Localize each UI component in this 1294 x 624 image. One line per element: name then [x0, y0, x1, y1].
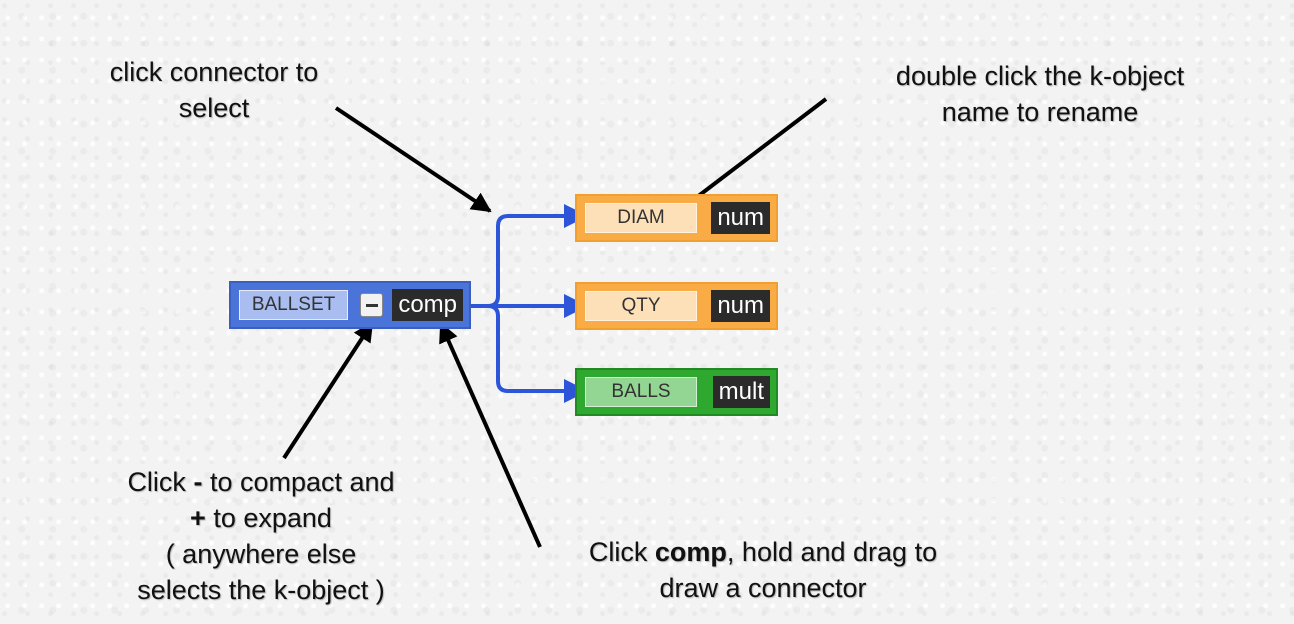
annotation-line: name to rename [941, 97, 1139, 127]
annotation-draw-connector: Click comp, hold and drag to draw a conn… [548, 534, 978, 606]
annotation-line: click connector to [109, 57, 319, 87]
kobject-name-diam[interactable]: DIAM [585, 203, 697, 233]
comp-keyword: comp [654, 537, 727, 567]
annotation-line: selects the k-object ) [137, 575, 385, 605]
annotation-compact-expand: Click - to compact and + to expand ( any… [96, 464, 426, 608]
kobject-name-ballset[interactable]: BALLSET [239, 290, 349, 320]
kobject-balls[interactable]: BALLS mult [575, 368, 778, 416]
kobject-name-qty[interactable]: QTY [585, 291, 697, 321]
kobject-diam[interactable]: DIAM num [575, 194, 778, 242]
minus-icon [365, 303, 378, 307]
annotation-line: Click comp, hold and drag to [548, 534, 978, 570]
kobject-type-comp[interactable]: comp [392, 289, 463, 321]
annotation-text: , hold and drag to [726, 537, 938, 567]
kobject-ballset[interactable]: BALLSET comp [229, 281, 471, 329]
annotation-rename: double click the k-object name to rename [860, 58, 1220, 130]
kobject-name-balls[interactable]: BALLS [585, 377, 697, 407]
kobject-type-num[interactable]: num [711, 290, 770, 322]
collapse-button[interactable] [360, 293, 384, 317]
annotation-line: + to expand [96, 500, 426, 536]
annotation-text: Click [588, 537, 655, 567]
annotation-line: Click - to compact and [96, 464, 426, 500]
arrow-to-comp [439, 322, 542, 548]
connector-balls[interactable] [487, 304, 588, 403]
annotation-line: ( anywhere else [165, 539, 357, 569]
annotation-select-connector: click connector to select [86, 54, 342, 126]
annotation-text: to compact and [202, 467, 395, 497]
annotation-line: draw a connector [659, 573, 867, 603]
kobject-type-mult[interactable]: mult [712, 376, 770, 408]
kobject-qty[interactable]: QTY num [575, 282, 778, 330]
connector-diam[interactable] [470, 204, 588, 308]
connector-group[interactable] [470, 204, 588, 403]
arrow-to-minus-button [282, 321, 374, 460]
annotation-line: double click the k-object [895, 61, 1185, 91]
arrow-to-connector [334, 106, 492, 213]
annotation-text: Click [127, 467, 194, 497]
kobject-type-num[interactable]: num [711, 202, 770, 234]
annotation-text: to expand [205, 503, 332, 533]
annotation-line: select [178, 93, 250, 123]
plus-symbol: + [190, 503, 206, 533]
minus-symbol: - [193, 467, 203, 497]
